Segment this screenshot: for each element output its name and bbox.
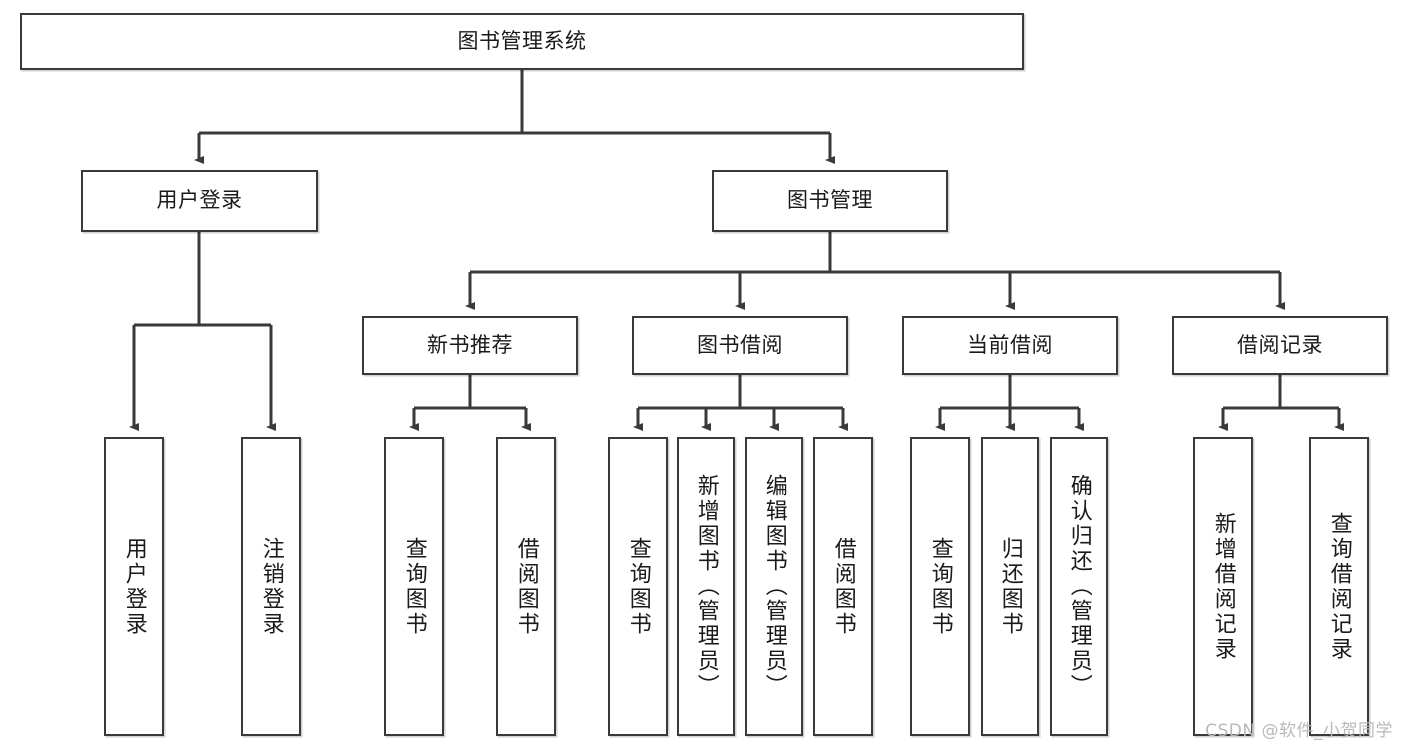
node-label: 归还图书 [997,536,1023,637]
leaf-borrow-borrow-book[interactable]: 借阅图书 [813,437,873,736]
leaf-current-confirm-return-admin[interactable]: 确认归还（管理员） [1050,437,1108,736]
leaf-record-query-record[interactable]: 查询借阅记录 [1309,437,1369,736]
leaf-borrow-edit-book-admin[interactable]: 编辑图书（管理员） [745,437,803,736]
node-label: 查询图书 [401,536,427,637]
leaf-borrow-query-book[interactable]: 查询图书 [608,437,668,736]
node-book-management[interactable]: 图书管理 [712,170,948,232]
leaf-user-login-login[interactable]: 用户登录 [104,437,164,736]
node-borrow-record[interactable]: 借阅记录 [1172,316,1388,375]
node-label: 图书借阅 [697,332,783,357]
node-label: 查询图书 [625,536,651,637]
node-current-borrow[interactable]: 当前借阅 [902,316,1118,375]
leaf-user-login-logout[interactable]: 注销登录 [241,437,301,736]
leaf-borrow-add-book-admin[interactable]: 新增图书（管理员） [677,437,735,736]
node-label: 图书管理系统 [457,28,587,53]
leaf-new-book-borrow[interactable]: 借阅图书 [496,437,556,736]
node-label: 借阅记录 [1237,332,1323,357]
node-label: 新增图书（管理员） [693,474,719,699]
leaf-current-query-book[interactable]: 查询图书 [910,437,970,736]
watermark: CSDN @软件_小贺同学 [1205,721,1393,741]
node-label: 查询图书 [927,536,953,637]
node-label: 新书推荐 [427,332,513,357]
node-user-login[interactable]: 用户登录 [81,170,318,232]
leaf-new-book-query[interactable]: 查询图书 [384,437,444,736]
node-label: 当前借阅 [967,332,1053,357]
node-label: 注销登录 [258,536,284,637]
node-label: 编辑图书（管理员） [761,474,787,699]
node-root-book-management-system[interactable]: 图书管理系统 [20,13,1024,70]
node-label: 查询借阅记录 [1326,511,1352,662]
node-book-borrow[interactable]: 图书借阅 [632,316,848,375]
node-label: 图书管理 [787,188,873,213]
node-label: 借阅图书 [830,536,856,637]
node-label: 用户登录 [156,188,243,213]
leaf-current-return-book[interactable]: 归还图书 [981,437,1039,736]
node-label: 新增借阅记录 [1210,511,1236,662]
node-label: 用户登录 [121,536,147,637]
leaf-record-add-record[interactable]: 新增借阅记录 [1193,437,1253,736]
node-label: 确认归还（管理员） [1066,474,1092,699]
node-label: 借阅图书 [513,536,539,637]
node-new-book-recommend[interactable]: 新书推荐 [362,316,578,375]
